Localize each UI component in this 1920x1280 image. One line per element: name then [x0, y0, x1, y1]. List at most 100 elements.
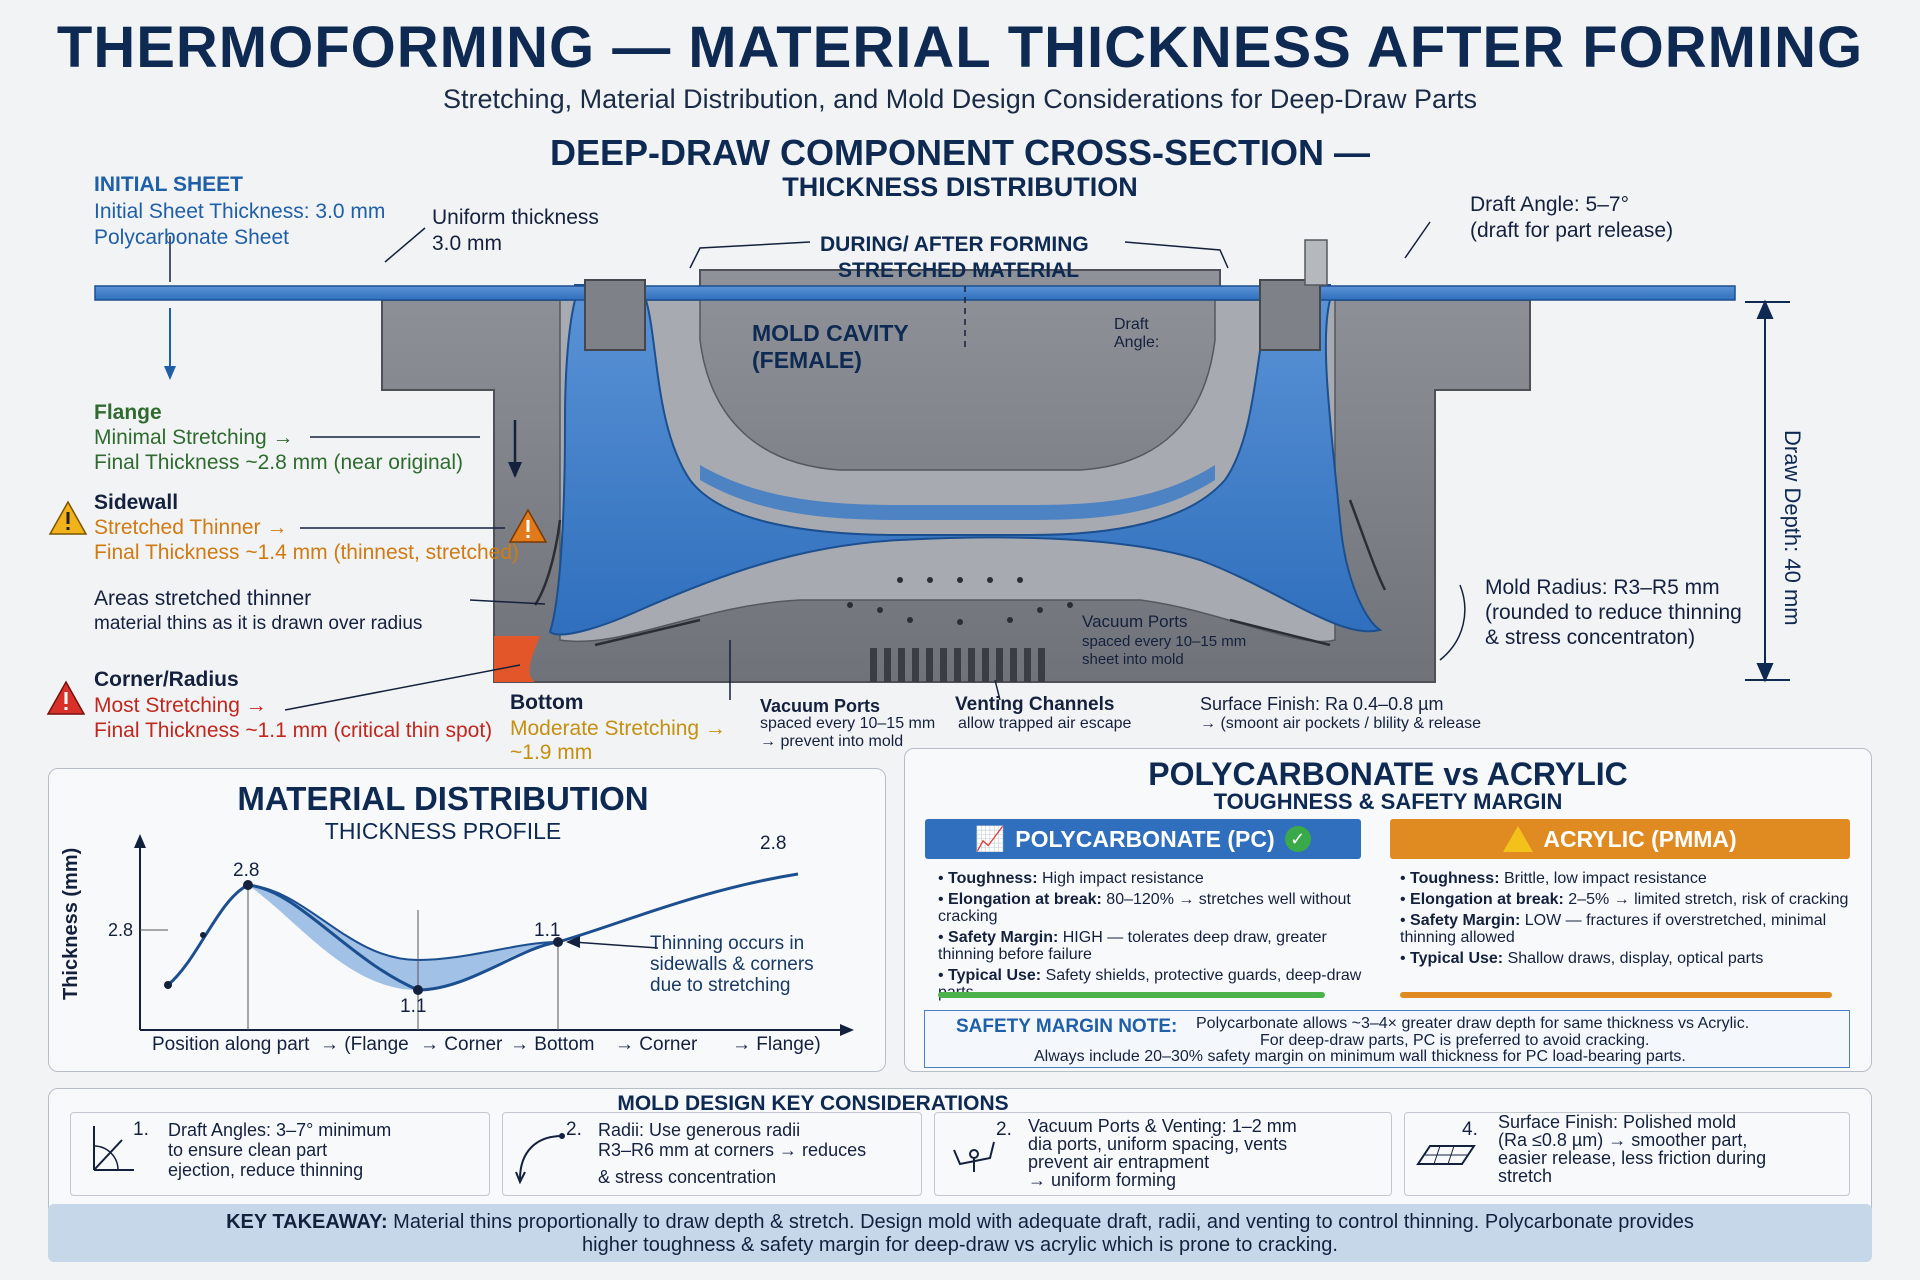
vacuum-port-dots — [847, 577, 1073, 625]
card-line: Surface Finish: Polished mold — [1498, 1112, 1737, 1132]
part-bottom — [700, 465, 1215, 520]
list-item: Typical Use: Shallow draws, display, opt… — [1400, 950, 1860, 967]
right-post — [1304, 239, 1328, 286]
leader-uniform — [384, 227, 426, 263]
acrylic-header-label: ACRYLIC (PMMA) — [1543, 825, 1737, 852]
flange-line2: Final Thickness ~2.8 mm (near original) — [94, 451, 464, 474]
page-subtitle: Stretching, Material Distribution, and M… — [443, 84, 1477, 114]
list-item: Typical Use: Safety shields, protective … — [938, 967, 1368, 1001]
card-number: 1. — [133, 1119, 149, 1140]
safety-note-line1: Polycarbonate allows ~3–4× greater draw … — [1196, 1015, 1750, 1032]
list-item: Safety Margin: HIGH — tolerates deep dra… — [938, 929, 1368, 963]
card-number: 2. — [996, 1119, 1012, 1140]
vacuum-inner-heading: Vacuum Ports — [1082, 612, 1188, 631]
data-point — [200, 932, 206, 938]
card-number: 4. — [1462, 1119, 1478, 1140]
corner-line1: Most Stretching → — [94, 694, 267, 717]
draft-small-label-2: Angle: — [1114, 334, 1160, 351]
warning-icon — [48, 500, 88, 535]
safety-note-line3: Always include 20–30% safety margin on m… — [1034, 1048, 1686, 1065]
radius-icon — [515, 1133, 565, 1184]
point-label-flange: 2.8 — [233, 860, 260, 881]
consideration-card — [934, 1112, 1392, 1196]
surface-line1: → (smoont air pockets / blility & releas… — [1200, 715, 1481, 732]
draft-small-label: Draft — [1114, 316, 1149, 333]
flange-line1: Minimal Stretching → — [94, 426, 294, 449]
venting-grille — [870, 648, 1045, 682]
data-point — [243, 880, 253, 890]
initial-sheet-heading: INITIAL SHEET — [94, 173, 243, 196]
point-label-end: 2.8 — [760, 833, 787, 854]
y-tick-label: 2.8 — [108, 920, 134, 940]
during-forming-label: DURING/ AFTER FORMING — [820, 233, 1089, 256]
thickness-curve-lower — [247, 884, 559, 962]
cross-section-diagram — [46, 221, 1790, 715]
list-item: Elongation at break: 2–5% → limited stre… — [1400, 891, 1860, 908]
acrylic-rating-bar — [1400, 992, 1832, 998]
thinning-area — [248, 885, 558, 990]
initial-sheet-thickness: Initial Sheet Thickness: 3.0 mm — [94, 200, 386, 223]
bottom-line2: ~1.9 mm — [510, 741, 593, 764]
flow-arrow-right — [1229, 618, 1331, 647]
flange-heading: Flange — [94, 401, 162, 424]
point-label-bottom: 1.1 — [534, 920, 561, 941]
venting-line1: allow trapped air escape — [958, 715, 1132, 732]
sidewall-line2: Final Thickness ~1.4 mm (thinnest, stret… — [94, 541, 520, 564]
card-line: easier release, less friction during — [1498, 1148, 1767, 1168]
bottom-heading: Bottom — [510, 691, 584, 714]
acrylic-list: Toughness: Brittle, low impact resistanc… — [1400, 870, 1860, 971]
uniform-value: 3.0 mm — [432, 232, 503, 255]
corner-line2: Final Thickness ~1.1 mm (critical thin s… — [94, 719, 493, 742]
leader-during-right — [1124, 241, 1229, 269]
venting-heading: Venting Channels — [955, 694, 1115, 715]
x-cat-1: → Corner — [420, 1034, 503, 1055]
vacuum-inner-line2: sheet into mold — [1082, 651, 1184, 668]
warning-icon — [1503, 826, 1534, 852]
distribution-panel — [48, 768, 886, 1072]
safety-note-line2: For deep-draw parts, PC is preferred to … — [1260, 1032, 1650, 1049]
takeaway-line2: higher toughness & safety margin for dee… — [582, 1234, 1338, 1256]
draft-angle-label: Draft Angle: 5–7° — [1470, 193, 1629, 216]
uniform-label: Uniform thickness — [432, 206, 599, 229]
draft-angle-note: (draft for part release) — [1470, 219, 1674, 242]
distribution-title: MATERIAL DISTRIBUTION — [237, 780, 649, 817]
vacuum-heading: Vacuum Ports — [760, 696, 881, 716]
x-cat-2: → Bottom — [510, 1034, 595, 1055]
consideration-card — [1404, 1112, 1850, 1196]
initial-sheet — [94, 285, 1736, 301]
card-line: stretch — [1498, 1166, 1553, 1186]
surface-finish-icon — [1416, 1145, 1476, 1165]
mold-cavity-label: MOLD CAVITY — [752, 320, 909, 346]
card-number: 2. — [566, 1119, 582, 1140]
acrylic-header: ACRYLIC (PMMA) — [1390, 819, 1850, 859]
thinning-note-3: due to stretching — [650, 975, 791, 996]
list-item: Elongation at break: 80–120% → stretches… — [938, 891, 1368, 925]
consideration-card — [70, 1112, 490, 1196]
data-point — [413, 985, 423, 995]
warning-icon — [508, 508, 548, 543]
mold-radius-line1: Mold Radius: R3–R5 mm — [1485, 576, 1720, 599]
sidewall-heading: Sidewall — [94, 491, 179, 514]
card-line: Radii: Use generous radii — [598, 1120, 801, 1140]
vacuum-line1: spaced every 10–15 mm — [760, 715, 936, 732]
safety-note-box — [924, 1010, 1850, 1068]
card-line: (Ra ≤0.8 µm) → smoother part, — [1498, 1130, 1748, 1150]
x-cat-0: → (Flange — [320, 1034, 409, 1055]
warning-icon — [46, 680, 86, 715]
leader-radius — [1439, 584, 1466, 661]
card-line: Draft Angles: 3–7° minimum — [168, 1120, 392, 1140]
surface-heading: Surface Finish: Ra 0.4–0.8 µm — [1200, 694, 1444, 714]
card-line: Vacuum Ports & Venting: 1–2 mm — [1028, 1116, 1297, 1136]
draw-depth-dimension — [1745, 299, 1790, 683]
card-line: dia ports, uniform spacing, vents — [1028, 1134, 1288, 1154]
comparison-subtitle: TOUGHNESS & SAFETY MARGIN — [1213, 789, 1563, 814]
vacuum-port-icon — [953, 1141, 995, 1172]
distribution-subtitle: THICKNESS PROFILE — [324, 818, 562, 844]
draw-depth-label: Draw Depth: 40 mm — [1780, 430, 1805, 626]
data-point — [164, 981, 172, 989]
pc-header: 📈 POLYCARBONATE (PC) ✓ — [925, 819, 1361, 859]
pc-header-label: POLYCARBONATE (PC) — [1015, 825, 1275, 852]
corner-thin-spot — [494, 636, 540, 682]
x-axis-label: Position along part — [152, 1034, 310, 1055]
x-cat-4: → Flange) — [732, 1034, 821, 1055]
